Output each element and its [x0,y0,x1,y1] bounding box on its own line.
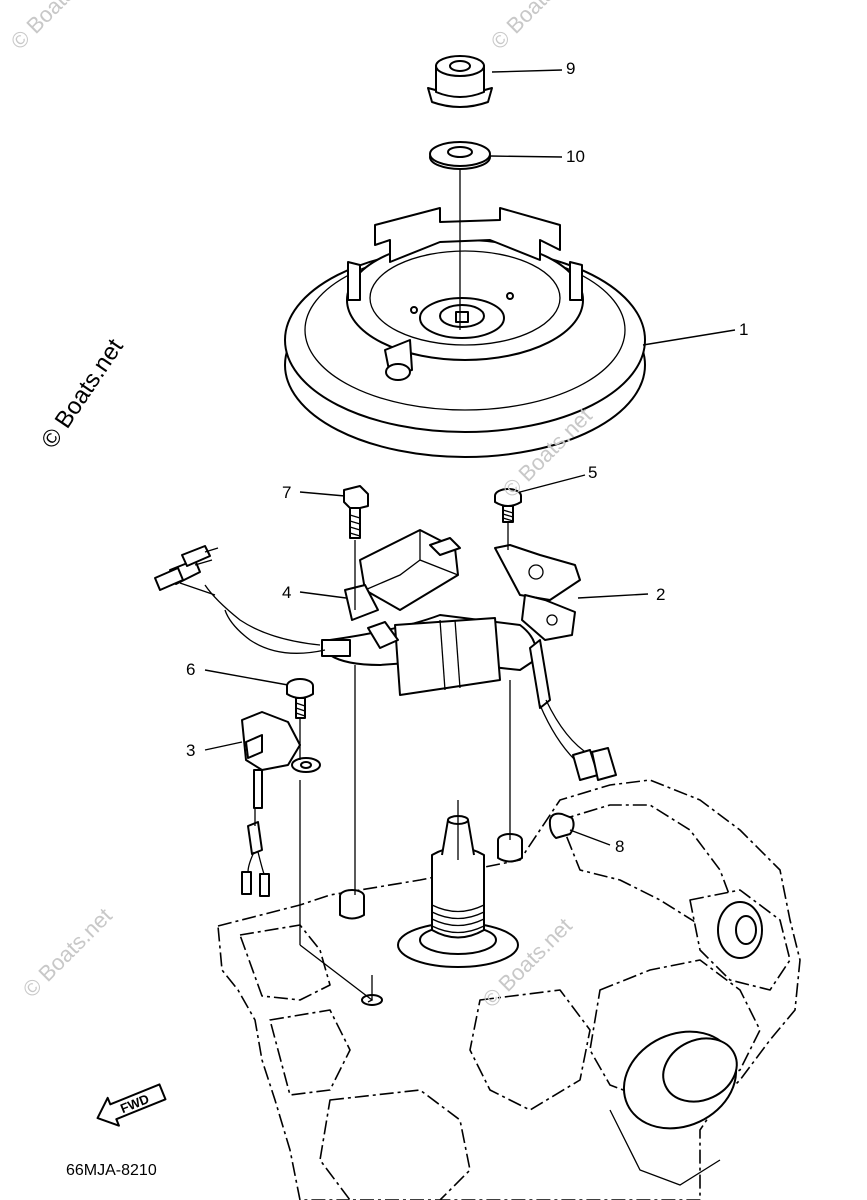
screw-7 [343,485,369,539]
pulser-wire-harness [539,699,617,781]
callout-1: 1 [739,320,749,339]
callout-4: 4 [282,583,292,602]
crankshaft-taper [397,815,519,968]
stator-assembly [321,529,581,709]
flywheel-nut [427,55,493,108]
callout-7: 7 [282,483,292,502]
callout-9: 9 [566,59,576,78]
callout-10: 10 [566,147,585,166]
flywheel-washer [429,141,491,170]
flywheel-rotor [284,207,646,458]
ignition-wire-harness [154,545,326,654]
engine-block-outline [217,779,801,1200]
callout-3: 3 [186,741,196,760]
callout-8: 8 [615,837,625,856]
woodruff-key [548,812,575,839]
callout-6: 6 [186,660,196,679]
callout-leader-lines [204,69,736,846]
sensor-coil [241,711,321,897]
screw-6 [286,678,314,719]
callout-5: 5 [588,463,598,482]
assembly-guide-lines [299,522,511,1003]
forward-direction-arrow: FWD [96,1083,167,1127]
drawing-code: 66MJA-8210 [66,1162,157,1179]
callout-2: 2 [656,585,666,604]
